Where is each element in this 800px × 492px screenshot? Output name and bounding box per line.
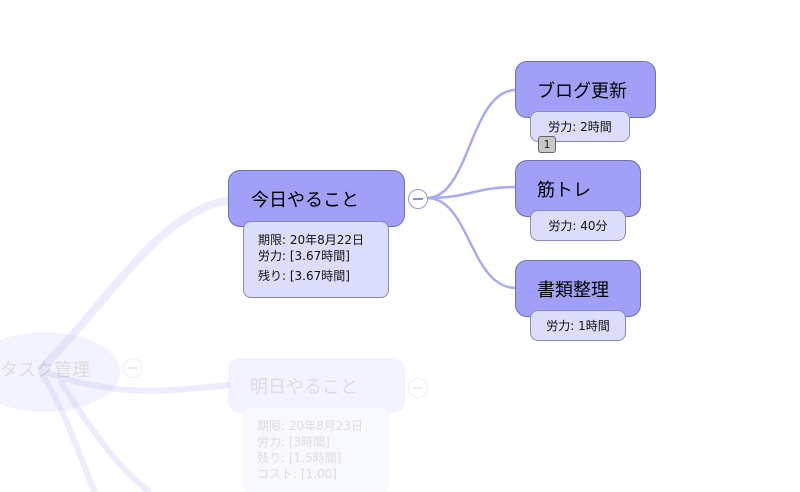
faded-note-line: コスト: [1.00] [257,467,337,481]
effort-label-training: 労力: 40分 [548,219,608,233]
note-effort: 労力: [3.67時間] [258,249,350,263]
faded-tomorrow-note: 期限: 20年8月23日 労力: [3時間] 残り: [1.5時間] コスト: … [243,408,389,492]
topic-node-blog[interactable]: ブログ更新 [515,61,656,118]
note-remaining: 残り: [3.67時間] [258,269,350,283]
note-deadline: 期限: 20年8月22日 [258,233,365,247]
topic-title-documents: 書類整理 [537,279,609,301]
collapse-minus-icon[interactable] [408,189,428,209]
topic-title-training: 筋トレ [537,179,591,201]
today-topic-title: 今日やること [251,189,359,211]
faded-note-line: 残り: [1.5時間] [257,451,342,465]
faded-tomorrow-toggle-icon [408,378,428,398]
faded-connectors [37,196,231,492]
effort-note-training[interactable]: 労力: 40分 [530,210,626,241]
faded-note-line: 労力: [3時間] [257,435,330,449]
topic-title-blog: ブログ更新 [537,80,627,102]
faded-root-label: タスク管理 [0,360,90,381]
faded-root-toggle-icon [123,358,143,378]
faded-root-ellipse [0,332,120,412]
effort-label-blog: 労力: 2時間 [548,120,612,134]
effort-label-documents: 労力: 1時間 [546,319,610,333]
today-topic-note[interactable]: 期限: 20年8月22日 労力: [3.67時間] 残り: [3.67時間] [243,221,389,298]
count-badge-label: 1 [543,138,551,151]
faded-tomorrow-node: 明日やること [228,358,405,413]
topic-node-training[interactable]: 筋トレ [515,160,641,217]
connector-training [426,185,517,200]
count-badge[interactable]: 1 [538,136,556,153]
effort-note-documents[interactable]: 労力: 1時間 [530,310,626,341]
connector-blog [426,88,517,200]
topic-node-documents[interactable]: 書類整理 [515,260,641,317]
faded-note-line: 期限: 20年8月23日 [257,419,364,433]
connector-documents [426,196,517,290]
today-topic-node[interactable]: 今日やること [228,170,405,227]
faded-tomorrow-title: 明日やること [250,376,358,398]
